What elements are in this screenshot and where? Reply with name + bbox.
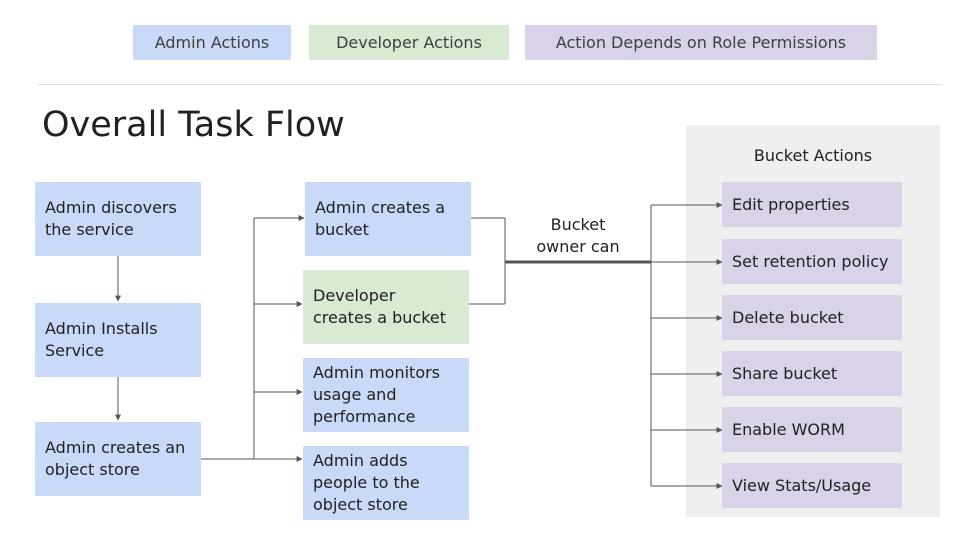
action-share-bucket: Share bucket: [722, 351, 902, 396]
legend-admin-actions: Admin Actions: [133, 25, 291, 60]
action-edit-properties: Edit properties: [722, 182, 902, 227]
action-label: Share bucket: [732, 363, 838, 383]
bucket-actions-title: Bucket Actions: [753, 146, 873, 165]
action-label: Edit properties: [732, 194, 850, 214]
step-admin-installs: Admin Installs Service: [35, 303, 201, 377]
task-admin-creates-bucket: Admin creates a bucket: [305, 182, 471, 256]
page-title: Overall Task Flow: [42, 105, 345, 145]
action-label: Delete bucket: [732, 307, 844, 327]
step-label: Admin discovers the service: [45, 198, 177, 239]
divider: [38, 84, 940, 85]
legend-developer-actions: Developer Actions: [309, 25, 509, 60]
action-label: Enable WORM: [732, 419, 845, 439]
task-admin-monitors: Admin monitors usage and performance: [303, 358, 469, 432]
task-admin-adds-people: Admin adds people to the object store: [303, 446, 469, 520]
action-label: Set retention policy: [732, 251, 889, 271]
step-label: Admin creates an object store: [45, 438, 186, 479]
step-label: Admin Installs Service: [45, 319, 158, 360]
action-view-stats-usage: View Stats/Usage: [722, 463, 902, 508]
task-label: Admin adds people to the object store: [313, 451, 420, 514]
action-delete-bucket: Delete bucket: [722, 295, 902, 340]
task-label: Admin creates a bucket: [315, 198, 446, 239]
step-admin-discovers: Admin discovers the service: [35, 182, 201, 256]
legend-role-permissions: Action Depends on Role Permissions: [525, 25, 877, 60]
task-label: Developer creates a bucket: [313, 286, 447, 327]
bucket-owner-label: Bucket owner can: [536, 215, 620, 256]
step-admin-creates-store: Admin creates an object store: [35, 422, 201, 496]
action-enable-worm: Enable WORM: [722, 407, 902, 452]
action-set-retention-policy: Set retention policy: [722, 239, 902, 284]
task-label: Admin monitors usage and performance: [313, 363, 441, 426]
task-developer-creates-bucket: Developer creates a bucket: [303, 270, 469, 344]
action-label: View Stats/Usage: [732, 475, 872, 495]
